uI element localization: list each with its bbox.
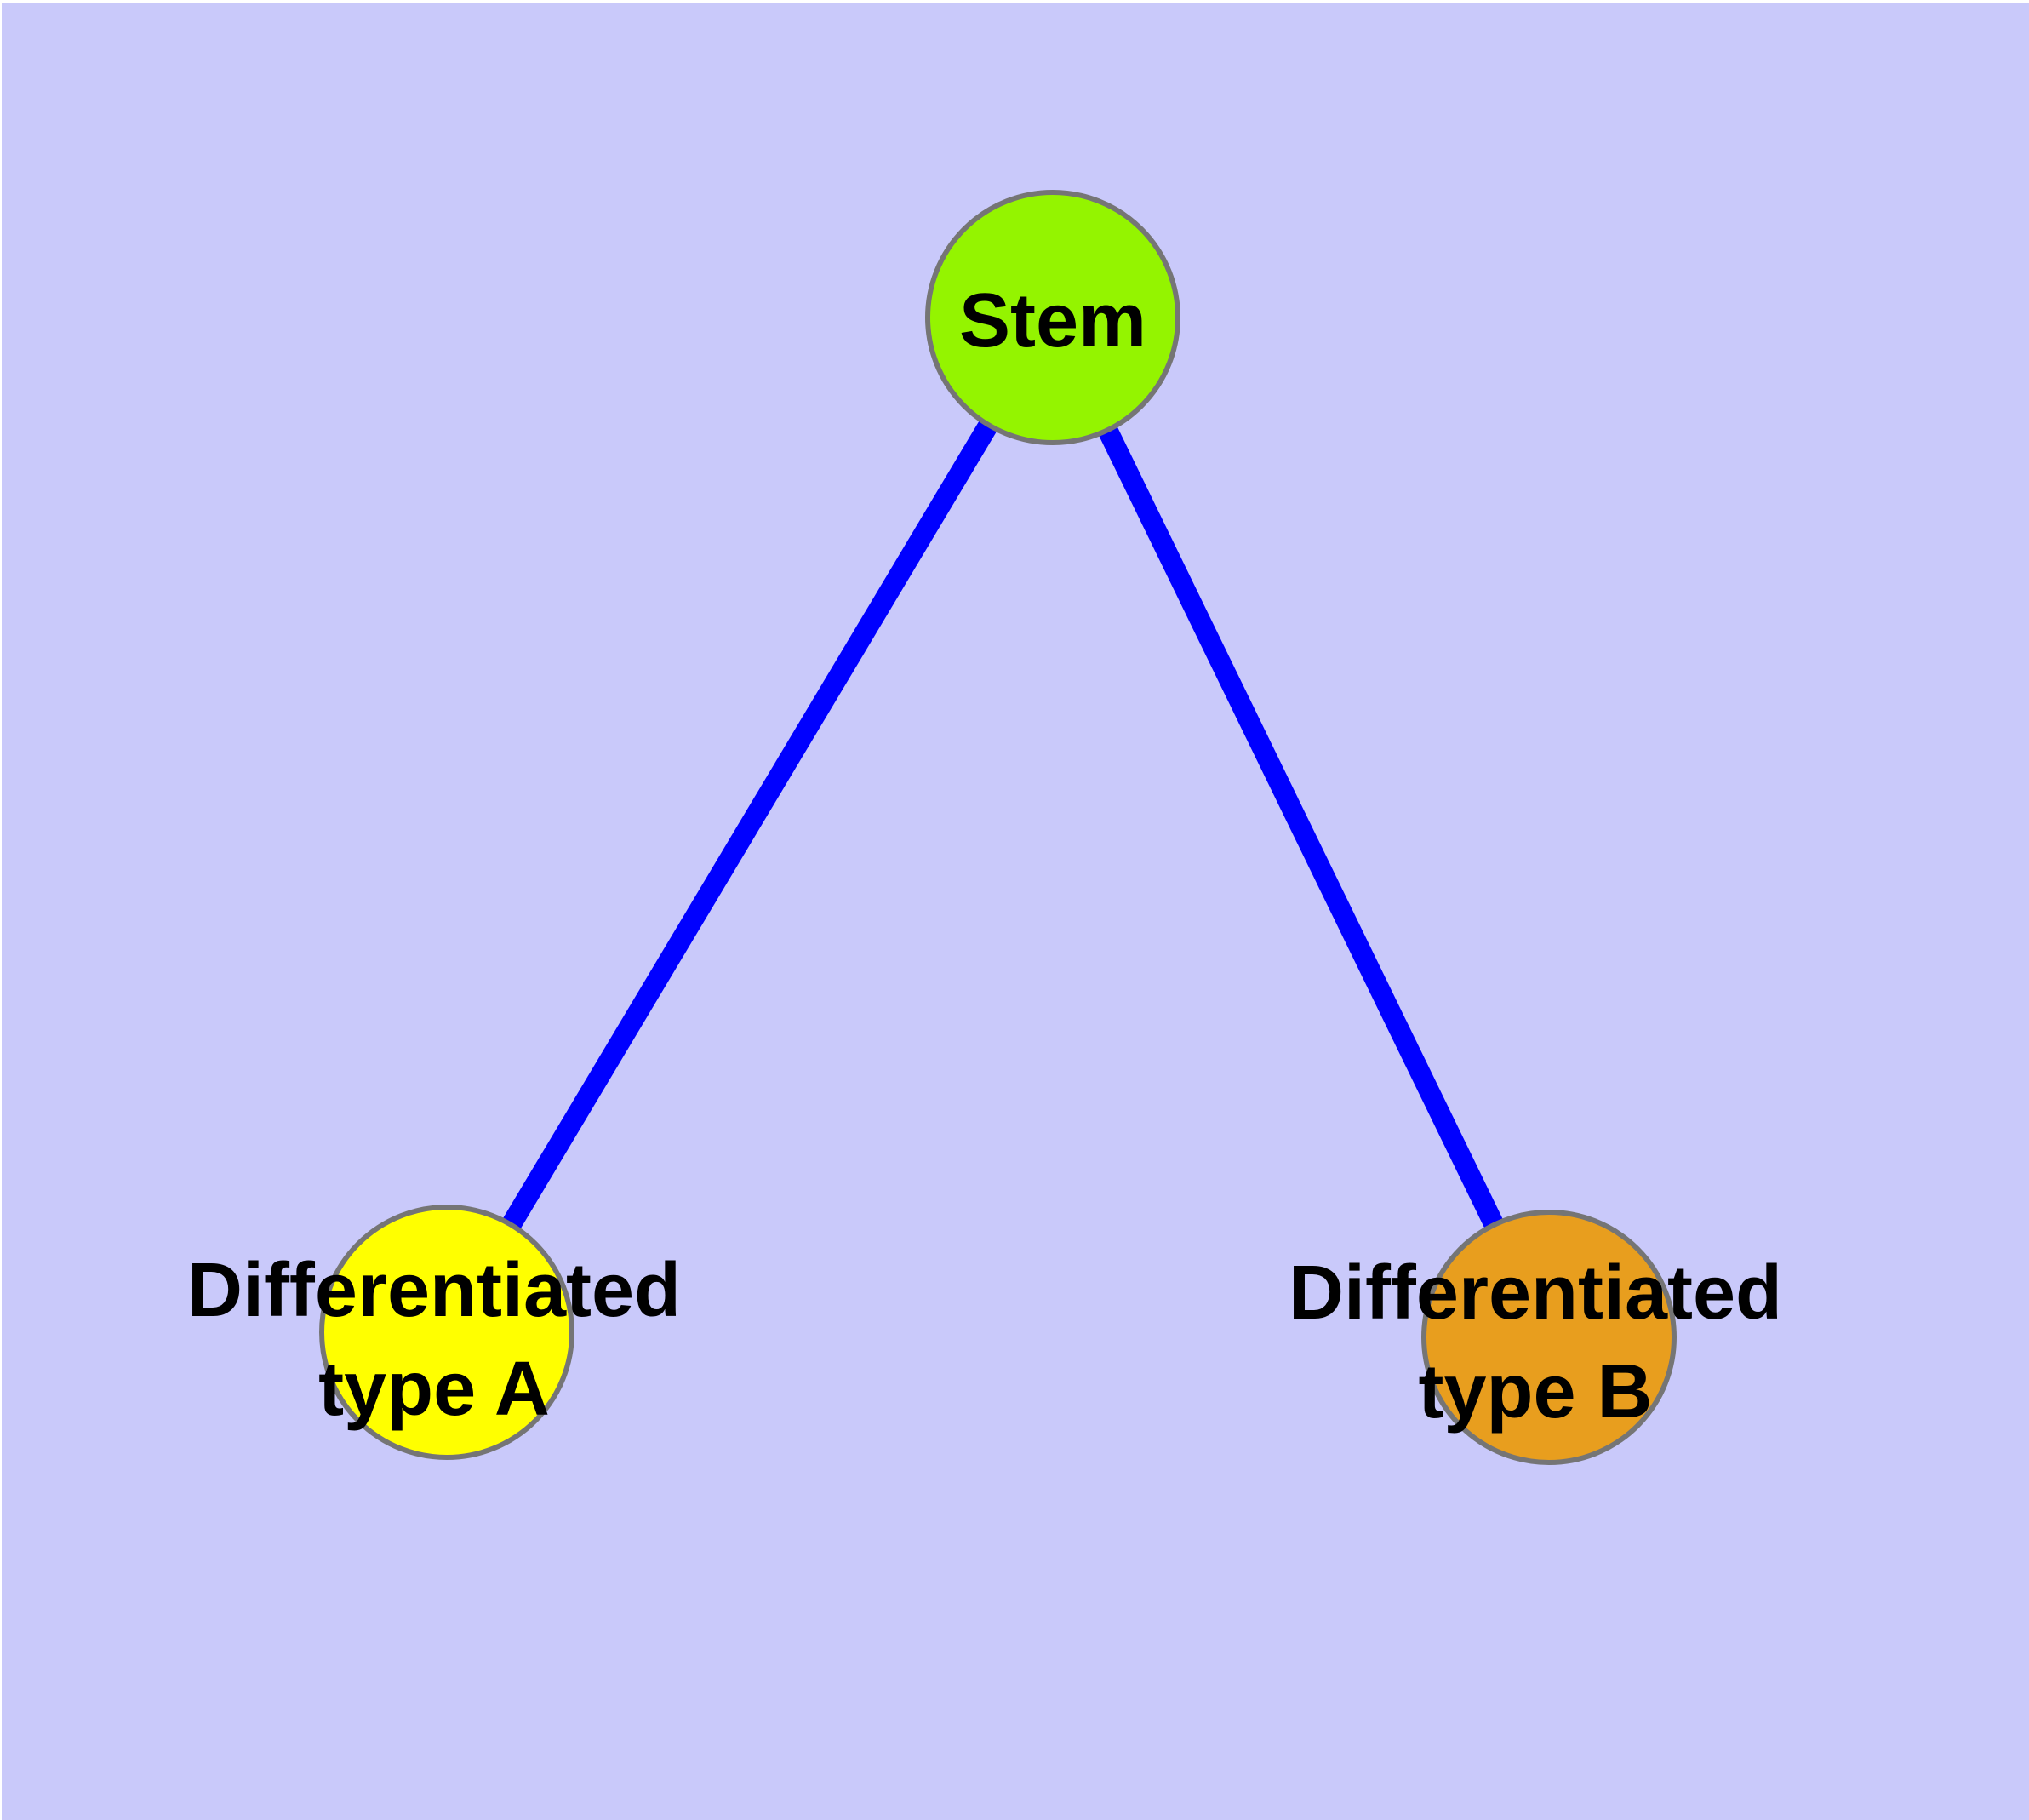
edge-stem-to-type-b [1043, 312, 1558, 1342]
node-type-a-label-line1: Differentiated [187, 1248, 681, 1333]
node-type-b-label-line2: type B [1418, 1349, 1652, 1434]
node-type-b-label-line1: Differentiated [1289, 1251, 1782, 1336]
node-type-a-label-line2: type A [318, 1347, 550, 1432]
node-stem-label: Stem [959, 278, 1146, 363]
node-stem [925, 190, 1180, 445]
node-type-a [319, 1205, 574, 1460]
edge-stem-to-type-a [437, 312, 1062, 1338]
node-type-b [1421, 1210, 1677, 1465]
